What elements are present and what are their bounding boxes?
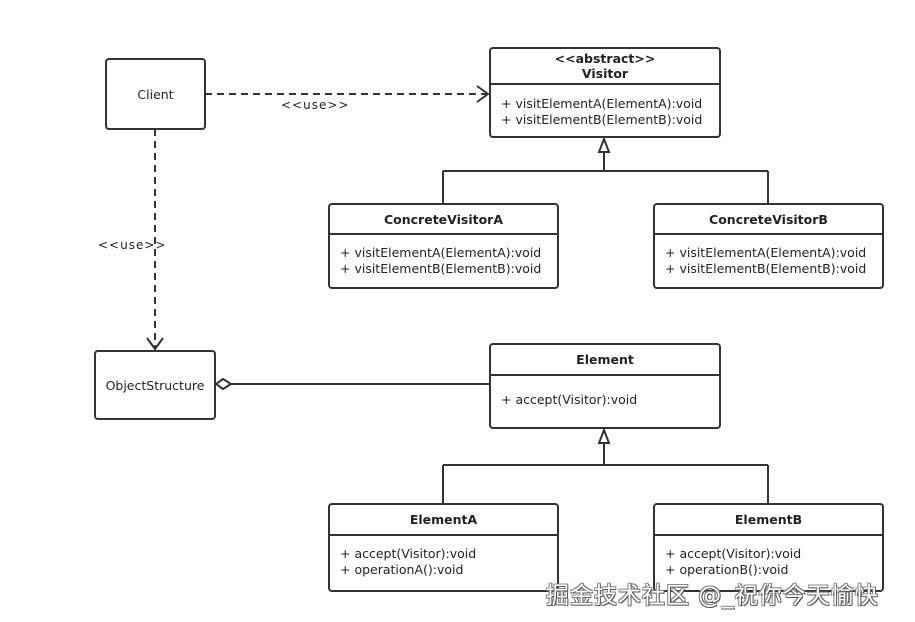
class-concretevisitorb[interactable]: ConcreteVisitorB + visitElementA(Element… [653, 203, 884, 289]
class-name: Element [491, 345, 719, 376]
stereotype: <<abstract>> [554, 51, 656, 66]
operation: + visitElementA(ElementA):void [340, 245, 542, 260]
class-objectstructure[interactable]: ObjectStructure [94, 350, 216, 420]
class-header: <<abstract>> Visitor [491, 49, 719, 85]
operation: + accept(Visitor):void [665, 546, 802, 561]
class-element[interactable]: Element + accept(Visitor):void [489, 343, 721, 429]
class-visitor[interactable]: <<abstract>> Visitor + visitElementA(Ele… [489, 47, 721, 138]
class-name: ConcreteVisitorB [655, 205, 882, 235]
operation: + visitElementA(ElementA):void [501, 96, 703, 111]
class-name: ElementA [330, 505, 557, 536]
operation: + visitElementA(ElementA):void [665, 245, 867, 260]
operation: + accept(Visitor):void [340, 546, 477, 561]
aggregation-diamond-icon [214, 377, 233, 391]
class-name: ConcreteVisitorA [330, 205, 557, 235]
class-name: ElementB [655, 505, 882, 536]
hollow-triangle-icon [597, 427, 611, 444]
operation: + visitElementB(ElementB):void [501, 112, 703, 127]
operation: + accept(Visitor):void [501, 392, 638, 407]
use-label: <<use>> [281, 98, 350, 112]
class-concretevisitora[interactable]: ConcreteVisitorA + visitElementA(Element… [328, 203, 559, 289]
open-arrowhead-icon [476, 85, 490, 103]
watermark: 掘金技术社区 @_祝你今天愉快 [546, 583, 879, 609]
class-name: Visitor [581, 66, 629, 81]
operation: + operationB():void [665, 562, 789, 577]
hollow-triangle-icon [597, 136, 611, 153]
class-client[interactable]: Client [105, 58, 206, 130]
operation: + visitElementB(ElementB):void [665, 261, 867, 276]
operation: + operationA():void [340, 562, 464, 577]
generalization-element [442, 443, 769, 503]
class-elementa[interactable]: ElementA + accept(Visitor):void + operat… [328, 503, 559, 592]
class-name: Client [137, 86, 174, 102]
use-label: <<use>> [98, 238, 167, 252]
class-name: ObjectStructure [105, 377, 205, 393]
generalization-visitor [442, 152, 769, 203]
open-arrowhead-icon [146, 337, 164, 351]
class-elementb[interactable]: ElementB + accept(Visitor):void + operat… [653, 503, 884, 592]
operation: + visitElementB(ElementB):void [340, 261, 542, 276]
